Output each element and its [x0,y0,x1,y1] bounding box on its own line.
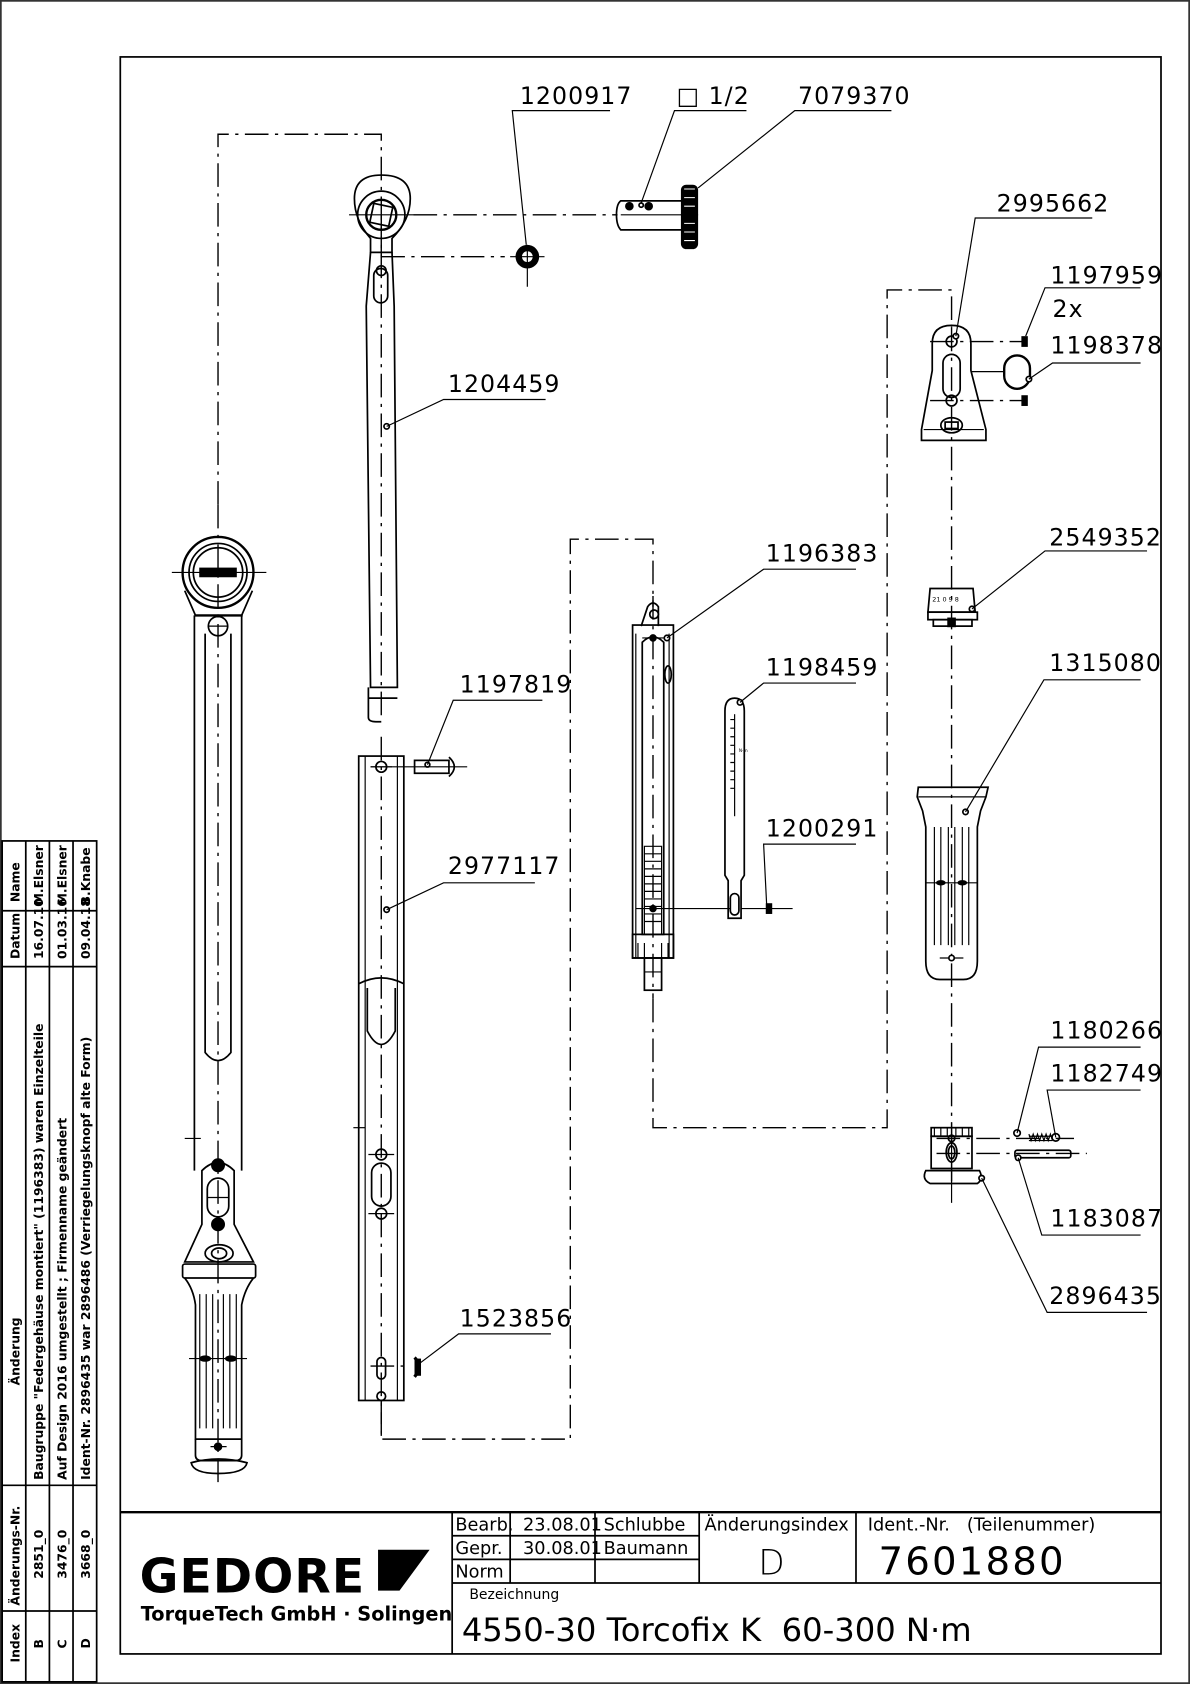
rev-row-d-name: B.Knabe [79,847,93,905]
ident-number-label: Ident.-Nr. (Teilenummer) [868,1515,1095,1535]
company-name: TorqueTech GmbH · Solingen [141,1603,453,1626]
rev-header-change: Änderung [7,1317,22,1385]
approval-name-gepr: Baumann [604,1539,689,1559]
callout-labels: 1200917 □ 1/2 7079370 2995662 1197959 2x… [448,82,1163,1332]
rev-row-d-date: 09.04.18 [79,898,93,959]
ratchet-lever [349,174,414,723]
handle-grip [916,786,990,981]
rev-row-b-name: M.Elsner [32,844,46,905]
callout-square-drive: □ 1/2 [677,82,750,110]
rev-row-c-change-no: 3476_0 [56,1530,71,1579]
revision-index-value: D [758,1543,784,1583]
callout-1204459: 1204459 [448,370,561,398]
locking-screw [413,1356,422,1378]
drawing-frame [119,56,1162,1655]
callout-2x: 2x [1053,295,1084,323]
rev-row-c-change: Auf Design 2016 umgestellt ; Firmenname … [56,1118,70,1480]
pin [370,756,468,778]
callout-1198459: 1198459 [766,654,879,682]
scale-ring: 21 0 9 8 [927,587,979,628]
callout-1315080: 1315080 [1049,649,1162,677]
body-tube [353,736,409,1440]
callout-1198378: 1198378 [1050,331,1163,359]
gedore-logo: GEDORE [140,1550,430,1605]
callout-2549352: 2549352 [1049,524,1162,552]
rev-row-b-date: 16.07.10 [32,898,46,959]
callout-1196383: 1196383 [766,540,879,568]
callout-1180266: 1180266 [1050,1017,1163,1045]
approval-role-bearb: Bearb. [455,1515,513,1535]
scale-marks: N·m [739,748,748,754]
callout-leaders [386,110,1148,1365]
rev-header-date: Datum [8,913,22,959]
callout-1523856: 1523856 [460,1304,573,1332]
assembly-line-1 [217,133,382,505]
approval-date-gepr: 30.08.01 [523,1539,602,1559]
torque-scale: N·m [724,697,748,920]
logo-text: GEDORE [140,1550,366,1605]
square-drive [615,184,699,250]
callout-2896435: 2896435 [1049,1282,1162,1310]
title-block: GEDORE TorqueTech GmbH · Solingen Bearb.… [120,1510,1162,1654]
designation-label: Bezeichnung [469,1587,559,1603]
wrench-assembly [171,504,267,1488]
retaining-ring [510,244,545,287]
ident-number-value: 7601880 [879,1539,1066,1584]
rev-row-d-index: D [79,1638,93,1648]
approval-name-bearb: Schlubbe [604,1515,686,1535]
rev-row-b-change: Baugruppe "Federgehäuse montiert" (11963… [32,1024,46,1480]
callout-1200917: 1200917 [520,82,633,110]
callout-2977117: 2977117 [448,852,561,880]
rev-row-d-change: Ident-Nr. 2896435 war 2896486 (Verriegel… [79,1037,93,1480]
callout-1182749: 1182749 [1050,1059,1163,1087]
rev-row-b-index: B [32,1639,46,1648]
revision-index-label: Änderungsindex [705,1514,849,1535]
approval-role-gepr: Gepr. [455,1539,502,1559]
rev-row-c-index: C [56,1639,70,1648]
assembly-line-2 [380,538,654,1440]
designation-value: 4550-30 Torcofix K 60-300 N·m [462,1611,972,1649]
scale-ring-numbers: 21 0 9 8 [932,595,959,603]
rev-header-index: Index [8,1624,22,1663]
approval-date-bearb: 23.08.01 [523,1515,602,1535]
callout-1197819: 1197819 [460,671,573,699]
rev-row-b-change-no: 2851_0 [32,1530,47,1579]
revision-table: Index Änderungs-Nr. Änderung Datum Name … [1,840,98,1683]
approval-role-norm: Norm [455,1563,503,1583]
lever-bracket [920,324,1033,442]
spring-housing [631,596,731,999]
callout-7079370: 7079370 [798,82,911,110]
lock-knob [923,1122,1087,1203]
callout-2995662: 2995662 [997,190,1110,218]
callout-1197959: 1197959 [1050,262,1163,290]
rev-header-name: Name [8,862,22,902]
assembly-line-3 [652,289,953,1129]
rev-row-d-change-no: 3668_0 [79,1530,94,1579]
callout-1183087: 1183087 [1050,1204,1163,1232]
callout-1200291: 1200291 [766,815,879,843]
rev-row-c-name: M.Elsner [56,844,70,905]
rev-header-change-no: Änderungs-Nr. [7,1506,22,1606]
rev-row-c-date: 01.03.16 [56,898,70,959]
